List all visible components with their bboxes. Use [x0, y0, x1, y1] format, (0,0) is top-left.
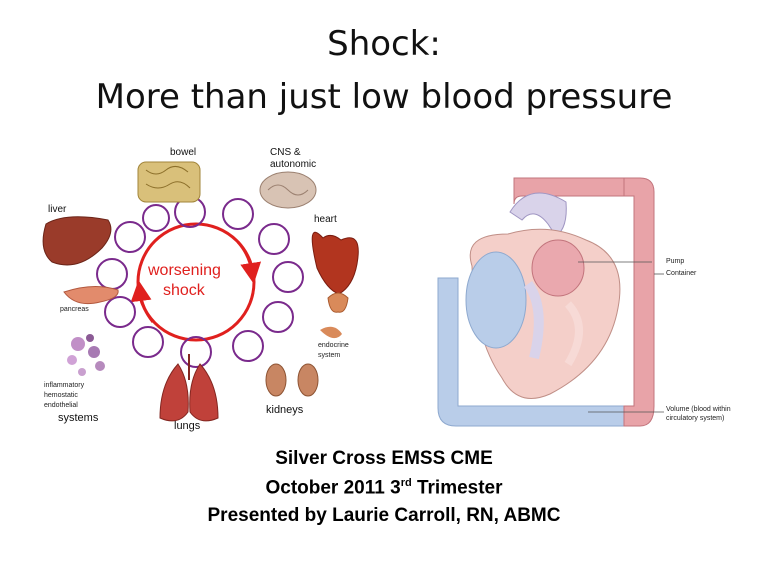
cells-illustration [67, 334, 105, 376]
label-endothelial: endothelial [44, 402, 78, 409]
endocrine-illustration [320, 292, 349, 339]
worsening-shock-figure: bowel CNS & autonomic heart liver pancre… [38, 142, 378, 434]
bowel-illustration [137, 161, 201, 203]
label-pancreas: pancreas [60, 306, 89, 313]
kidneys-illustration [265, 363, 319, 397]
label-pump: Pump [666, 258, 685, 265]
label-shock: shock [163, 282, 205, 299]
label-systems: systems [58, 412, 99, 424]
heart-illustration [311, 231, 359, 295]
label-heart: heart [314, 214, 337, 225]
label-cns-2: autonomic [270, 159, 317, 170]
label-worsening: worsening [148, 262, 221, 279]
label-volume-1: Volume (blood within [666, 406, 731, 413]
pump-container-figure: Pump Container Volume (blood within circ… [418, 158, 748, 448]
footer-line-2: October 2011 3rd Trimester [0, 477, 768, 499]
brain-illustration [259, 171, 317, 209]
label-hemostatic: hemostatic [44, 392, 78, 399]
shock-cycle-diagram [42, 161, 359, 422]
footer-line-3: Presented by Laurie Carroll, RN, ABMC [207, 505, 561, 526]
label-bowel: bowel [170, 147, 197, 158]
label-endocrine-1: endocrine [318, 342, 349, 349]
footer-line-2-sup: rd [400, 477, 412, 489]
lungs-illustration [159, 354, 219, 422]
footer-line-2-post: Trimester [411, 477, 503, 499]
footer-line-2-pre: October 2011 3 [265, 477, 401, 499]
pancreas-illustration [63, 286, 119, 305]
label-liver: liver [48, 204, 67, 215]
footer-line-1: Silver Cross EMSS CME [275, 448, 493, 469]
slide-title-line-1: Shock: [327, 24, 441, 64]
label-container: Container [666, 270, 697, 277]
slide-title-line-2: More than just low blood pressure [95, 77, 673, 117]
label-lungs: lungs [174, 420, 201, 432]
label-inflammatory: inflammatory [44, 382, 85, 389]
label-kidneys: kidneys [266, 404, 304, 416]
liver-illustration [42, 216, 112, 266]
label-endocrine-2: system [318, 352, 341, 359]
label-volume-2: circulatory system) [666, 415, 725, 422]
pump-container-diagram [437, 177, 664, 427]
label-cns-1: CNS & [270, 147, 301, 158]
